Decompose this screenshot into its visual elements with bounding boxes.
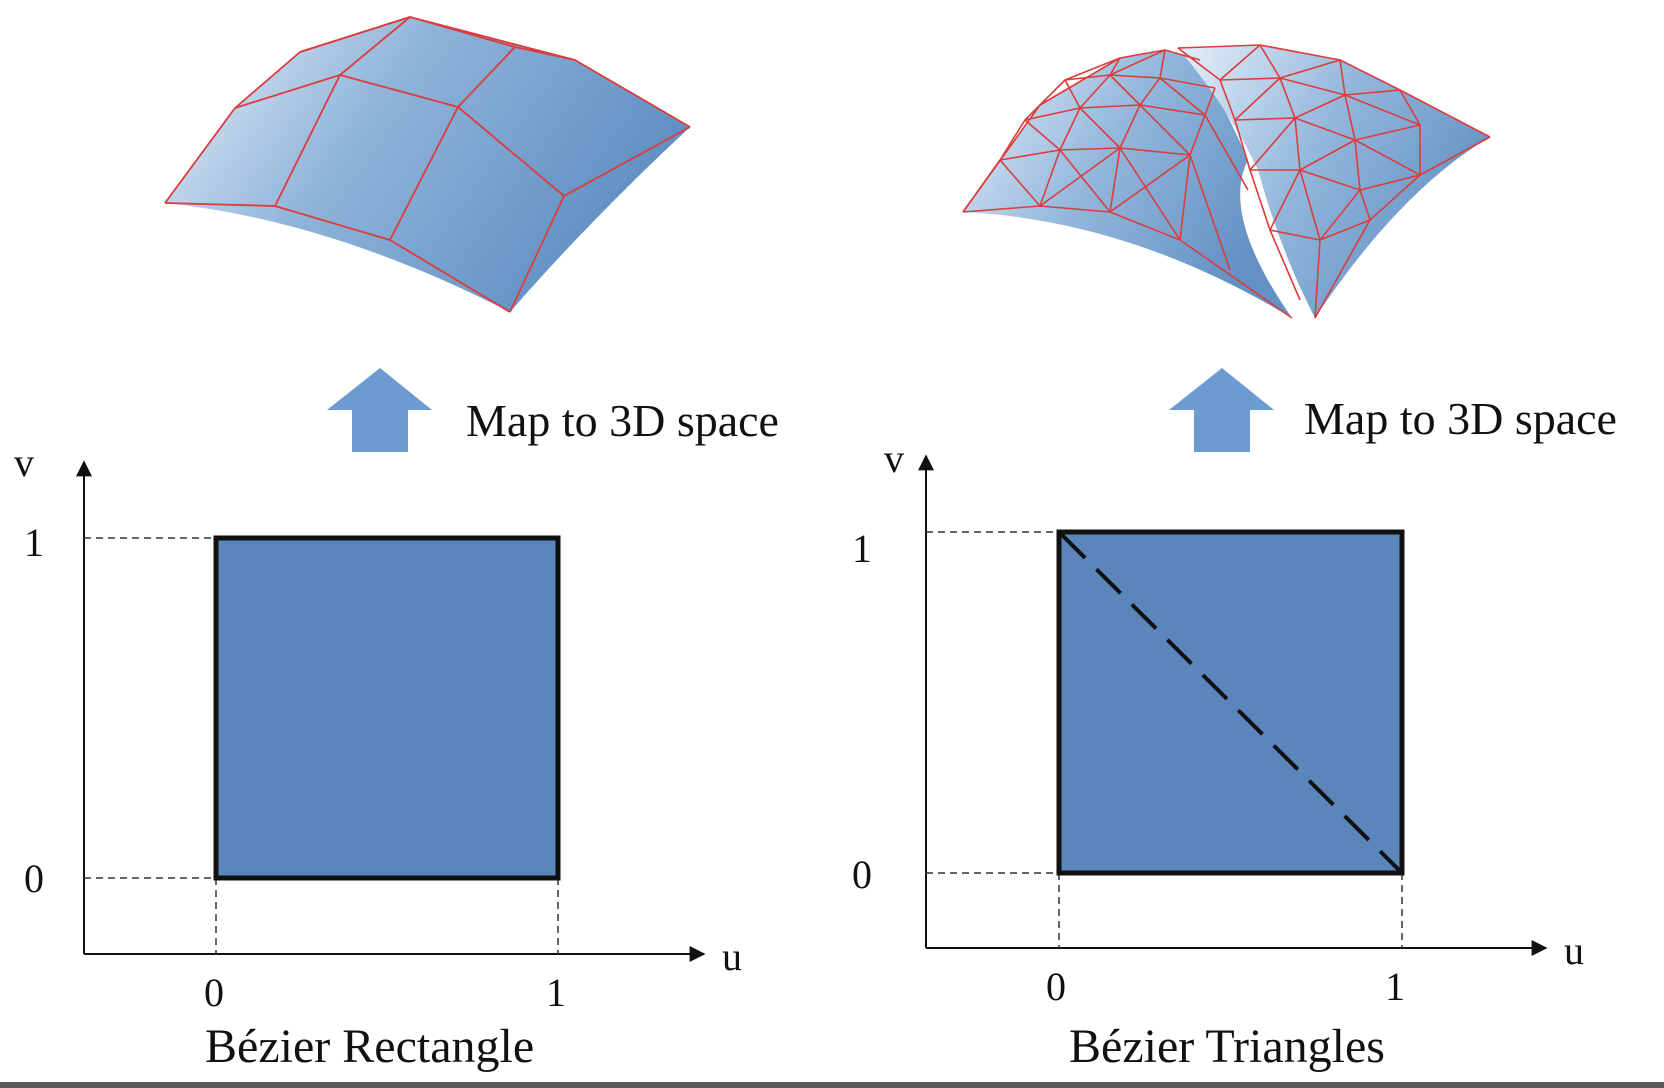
u-tick-0: 0 [1046,964,1066,1009]
map-label: Map to 3D space [466,395,779,446]
up-arrow-icon [1169,368,1274,452]
v-tick-1: 1 [852,526,872,571]
guide-lines [84,537,559,954]
guide-lines [926,531,1403,948]
control-net [164,16,691,313]
u-tick-0: 0 [204,970,224,1015]
u-axis-label: u [722,934,742,979]
diagonal-split [1059,532,1402,873]
axes: v u [14,440,742,979]
triangulated-surface-icon [962,44,1491,319]
surface-fill-left [963,50,1292,318]
u-tick-1: 1 [546,970,566,1015]
triangle-mesh [962,44,1491,319]
panel-triangles: Map to 3D space v u 1 0 0 1 Bézier Trian… [852,44,1617,1073]
v-axis-label: v [14,440,34,485]
u-tick-1: 1 [1385,964,1405,1009]
map-label: Map to 3D space [1304,393,1617,444]
curved-surface-icon [164,16,691,313]
v-tick-1: 1 [24,520,44,565]
bottom-border [0,1082,1664,1088]
axes: v u [884,436,1584,973]
caption: Bézier Triangles [1069,1020,1385,1073]
u-axis-label: u [1564,928,1584,973]
v-axis-label: v [884,436,904,481]
parameter-square [213,535,561,881]
v-tick-0: 0 [852,852,872,897]
up-arrow-icon [327,368,432,452]
v-tick-0: 0 [24,856,44,901]
surface-fill [165,17,690,312]
caption: Bézier Rectangle [205,1020,534,1073]
panel-rectangle: Map to 3D space v u 1 0 0 1 Bézier Recta… [14,16,779,1073]
